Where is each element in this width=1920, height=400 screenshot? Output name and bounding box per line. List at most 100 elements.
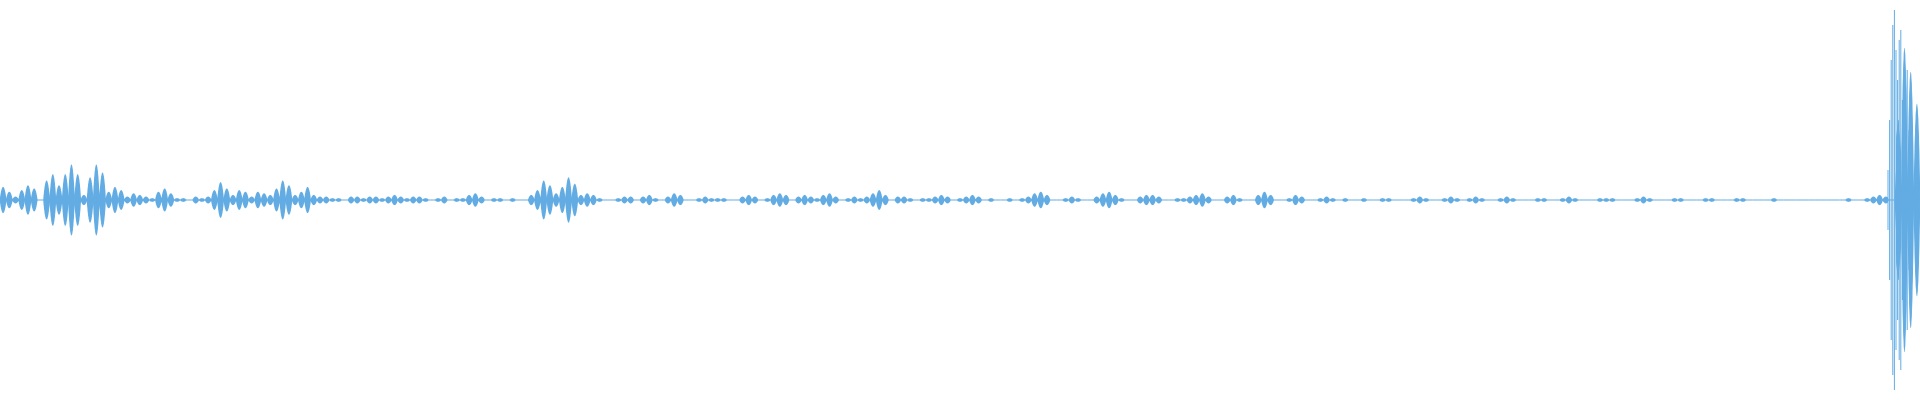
waveform-segment [1298,196,1306,204]
waveform-segment [1646,198,1654,202]
waveform-segment [1608,198,1616,202]
waveform-segment [1571,198,1579,202]
waveform-segment [1565,196,1573,204]
waveform-segment [1223,196,1231,204]
waveform-segment [92,164,100,236]
waveform-segment [1385,198,1393,202]
waveform-segment [1186,196,1194,204]
waveform-segment [975,196,983,204]
waveform-segment [1422,198,1430,202]
waveform-segment [813,198,821,202]
waveform-segment [5,191,13,209]
waveform-segment [136,194,144,206]
waveform-segment [795,196,802,204]
waveform-segment [440,196,448,204]
waveform-segment [117,190,125,210]
waveform-segment [1111,194,1119,206]
waveform-segment [987,198,995,202]
waveform-segment [1540,198,1548,202]
waveform-segment [347,196,355,204]
waveform-segment [1267,194,1275,206]
waveform-segment [403,198,411,202]
waveform-segment [179,198,187,202]
waveform-segment [273,188,280,212]
waveform-segment [919,198,927,202]
waveform-segment [558,186,566,214]
waveform-segment [882,194,889,206]
waveform-segment [304,186,311,214]
waveform-segment [664,196,672,204]
waveform-segment [248,196,256,204]
waveform-segment [1596,198,1604,202]
waveform-segment [123,196,131,204]
waveform-segment [1863,198,1871,202]
waveform-segment [1031,193,1038,207]
waveform-segment [1671,198,1679,202]
waveform-segment [776,193,784,207]
waveform-segment [1192,194,1200,206]
waveform-segment [1136,196,1144,204]
waveform-segment [1329,198,1337,202]
waveform-segment [1006,198,1014,202]
waveform-segment [832,196,840,204]
waveform-segment [1173,198,1181,202]
waveform-segment [1292,194,1299,206]
waveform-segment [229,194,237,206]
waveform-segment [453,198,461,202]
waveform-segment [751,196,759,204]
waveform-segment [1118,198,1126,202]
waveform-segment [739,196,746,204]
waveform-segment [770,194,778,206]
waveform-segment [1453,198,1461,202]
waveform-segment [1733,198,1741,202]
waveform-segment [496,198,504,202]
waveform-segment [155,191,162,209]
waveform-segment [1018,198,1026,202]
waveform-segment [409,196,417,204]
waveform-segment [111,186,119,214]
waveform-segment [328,198,336,202]
waveform-segment [415,196,423,204]
waveform-segment [235,190,243,210]
waveform-segment [173,198,181,202]
waveform-segment [210,190,218,210]
waveform-segment [310,194,318,206]
waveform-segment [285,185,293,215]
waveform-segment [192,196,200,204]
waveform-segment [670,193,678,207]
waveform-segment [1503,196,1511,204]
waveform-segment [546,185,554,215]
waveform-segment [1416,196,1424,204]
waveform-segment [857,198,865,202]
waveform-segment [335,198,343,202]
waveform-segment [1037,191,1045,209]
waveform-segment [1155,196,1163,204]
waveform-segment [863,196,871,204]
waveform-segment [583,193,591,207]
waveform-segment [1142,194,1150,206]
waveform-segment [1447,196,1455,204]
waveform-segment [49,174,57,226]
waveform-segment [956,198,964,202]
waveform-segment [577,194,585,206]
waveform-segment [1640,196,1647,204]
waveform-segment [944,196,952,204]
waveform-segment [1105,191,1113,209]
waveform-segment [142,196,150,204]
waveform-segment [43,180,51,220]
waveform-segment [198,198,206,202]
waveform-segment [167,193,175,207]
waveform-segment [61,174,69,226]
waveform-segment [30,188,38,212]
waveform-segment [900,196,908,204]
waveform-segment [1465,198,1474,202]
waveform-segment [434,198,442,202]
waveform-segment [322,196,330,204]
waveform-segment [1845,198,1853,202]
waveform-segment [130,193,138,207]
waveform-segment [1677,198,1685,202]
waveform-segment [478,196,485,204]
waveform-segment [937,194,945,206]
waveform-segment [217,182,224,218]
waveform-segment [422,198,430,202]
